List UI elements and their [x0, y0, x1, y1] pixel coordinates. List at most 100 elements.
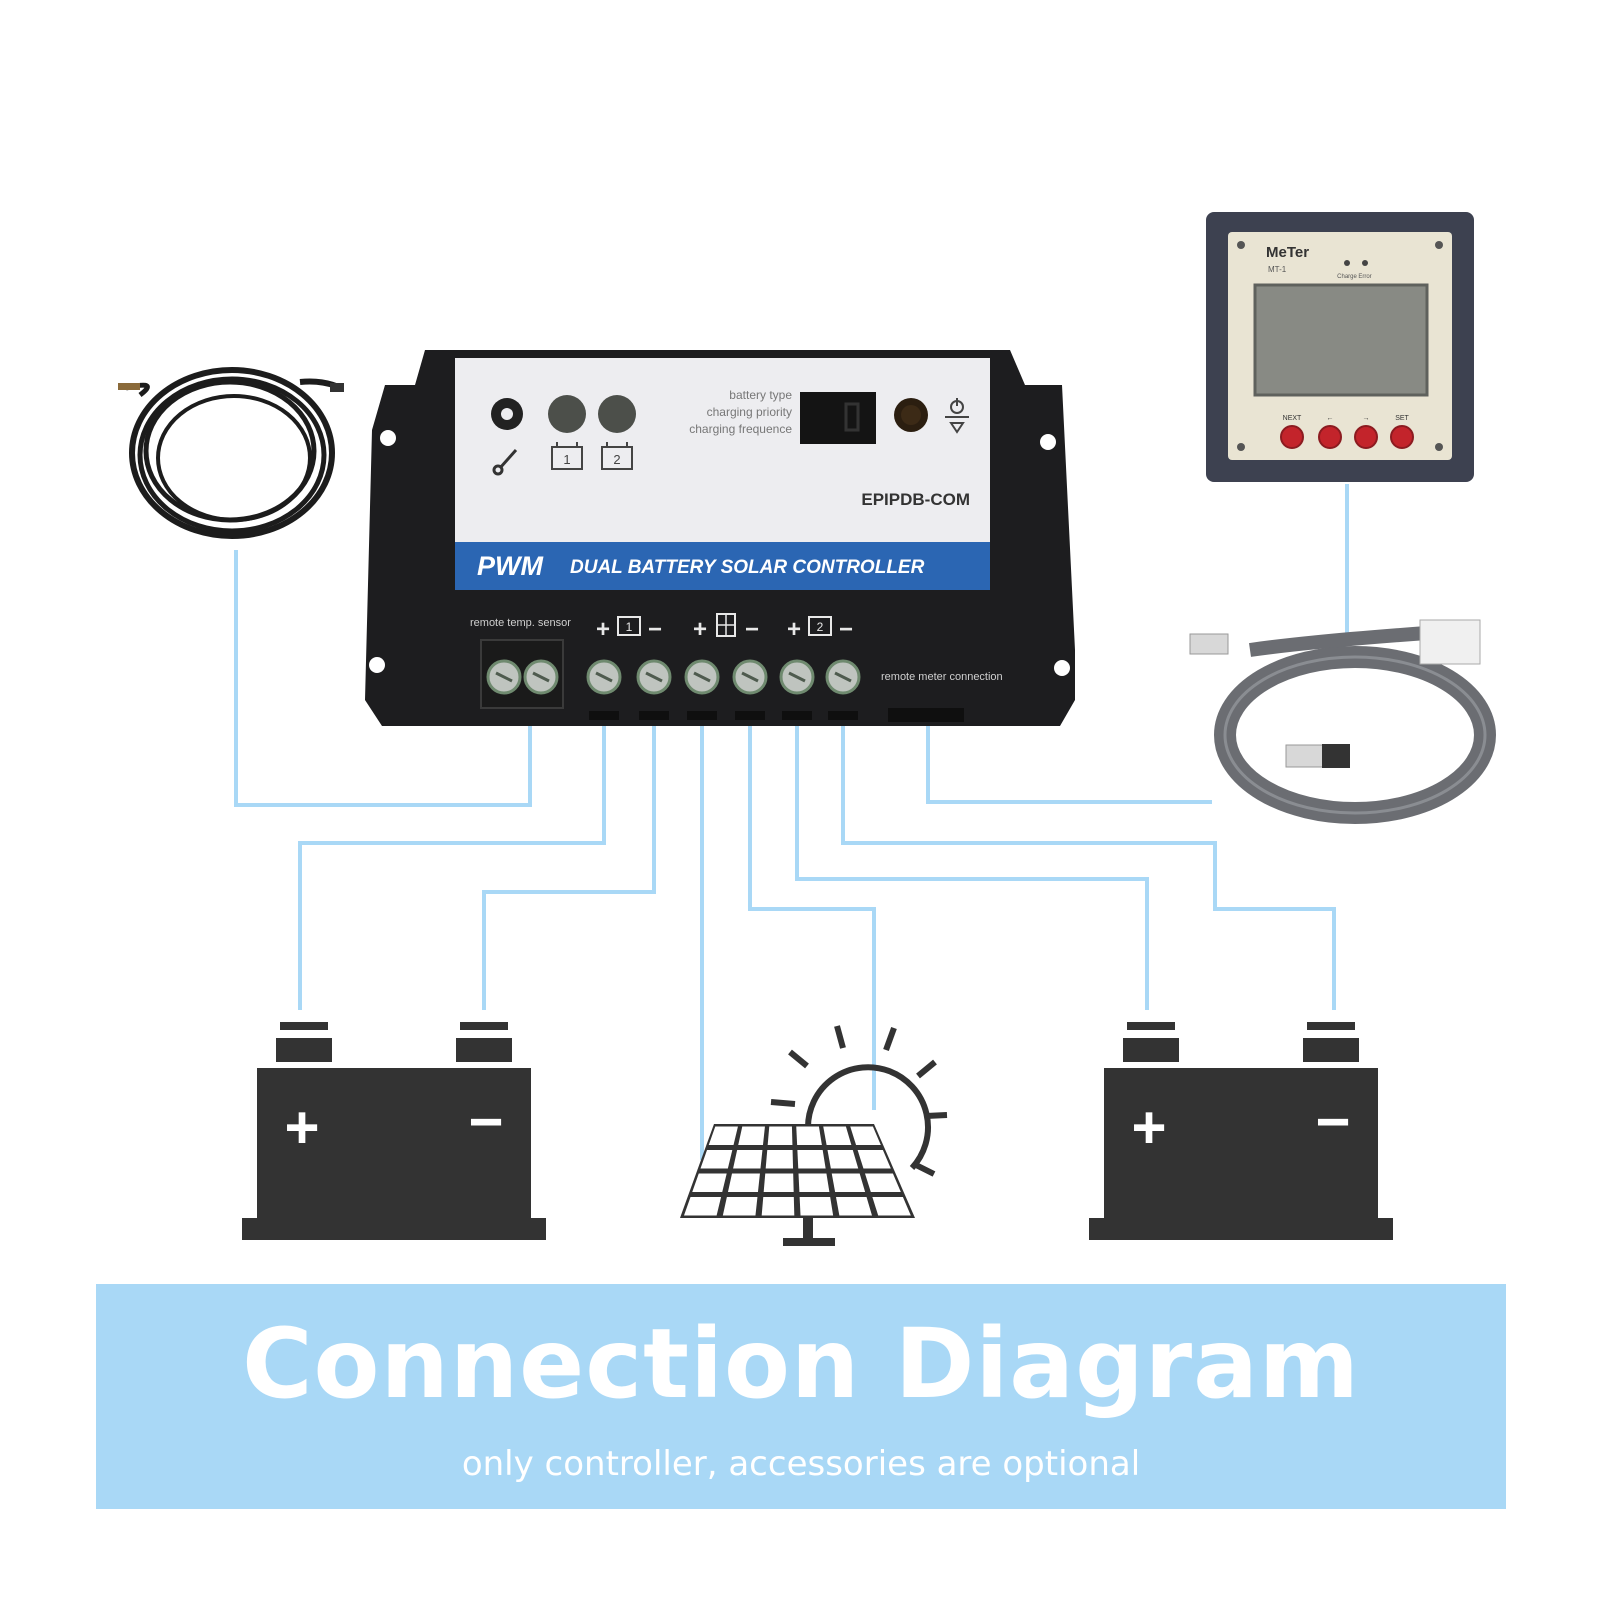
- error-led: [1362, 260, 1368, 266]
- battery-body: [1104, 1068, 1378, 1218]
- banner-title: Connection Diagram: [242, 1308, 1360, 1420]
- battery2-small-icon: [601, 442, 633, 470]
- solar-panel-icon: [680, 1025, 948, 1246]
- wire-solar-negative: [748, 726, 876, 1110]
- terminal-screw[interactable]: [732, 659, 768, 695]
- temp-sensor-cable: [118, 367, 344, 539]
- battery-1-icon: +−: [242, 1022, 546, 1240]
- battery-2-icon: +−: [1089, 1022, 1393, 1240]
- solar-cell: [763, 1173, 794, 1193]
- solar-cell: [708, 1126, 738, 1146]
- battery-plus-label: +: [284, 1094, 319, 1161]
- terminal-screw[interactable]: [586, 659, 622, 695]
- meter-port-label: remote meter connection: [881, 671, 1003, 683]
- solar-cell: [864, 1173, 901, 1193]
- battery1-small-icon: [551, 442, 583, 470]
- solar-cell: [823, 1126, 852, 1146]
- terminal-screw[interactable]: [825, 659, 861, 695]
- meter-led-label-charge: Charge: [1337, 274, 1357, 280]
- indicator-label-charging-frequence: charging frequence: [689, 422, 792, 436]
- wire-entry-slot: [589, 711, 619, 720]
- wires: [234, 484, 1349, 1160]
- terminal-battery-number: 1: [626, 620, 633, 634]
- solar-cell: [827, 1149, 859, 1169]
- battery2-small-label: 2: [613, 452, 620, 467]
- meter-button[interactable]: [1318, 425, 1342, 449]
- terminal-plus-label: +: [787, 616, 801, 643]
- solar-cell: [850, 1126, 881, 1146]
- charge-controller: 1 2 battery type charging priority charg…: [365, 350, 1075, 726]
- solar-cell: [692, 1173, 727, 1193]
- brand-title: DUAL BATTERY SOLAR CONTROLLER: [570, 557, 925, 578]
- meter-port: [888, 708, 964, 722]
- terminal-screw[interactable]: [684, 659, 720, 695]
- solar-cell: [738, 1126, 765, 1146]
- terminal-battery-icon: [808, 616, 832, 636]
- solar-cell: [700, 1149, 733, 1169]
- meter-button[interactable]: [1354, 425, 1378, 449]
- meter-model: MT-1: [1268, 265, 1287, 274]
- terminal-battery-icon: [617, 616, 641, 636]
- mount-hole: [369, 657, 385, 673]
- mount-hole: [1040, 434, 1056, 450]
- sun-icon: [770, 1025, 948, 1177]
- battery-minus-label: −: [1315, 1088, 1350, 1155]
- meter-button-label: →: [1363, 415, 1370, 422]
- solar-cell: [727, 1173, 760, 1193]
- solar-cell-grid: [680, 1124, 915, 1218]
- solar-cell: [722, 1196, 758, 1216]
- meter-led-label-error: Error: [1358, 274, 1371, 280]
- remote-meter: MeTer MT-1 Charge Error NEXT←→SET: [1206, 212, 1474, 482]
- indicator-label-charging-priority: charging priority: [707, 405, 792, 419]
- wire-entry-slot: [639, 711, 669, 720]
- terminal-plus-label: +: [596, 616, 610, 643]
- banner: Connection Diagram only controller, acce…: [96, 1284, 1506, 1509]
- wire-meter-link: [926, 726, 1212, 804]
- battery1-led-icon: [548, 395, 586, 433]
- solar-cell: [765, 1149, 794, 1169]
- terminal-battery-number: 2: [817, 620, 824, 634]
- meter-button-label: ←: [1327, 415, 1334, 422]
- power-symbol-icon: [945, 398, 969, 434]
- charge-led: [1344, 260, 1350, 266]
- terminal-screw[interactable]: [779, 659, 815, 695]
- terminal-screw[interactable]: [636, 659, 672, 695]
- solar-cell: [767, 1126, 793, 1146]
- meter-button[interactable]: [1280, 425, 1304, 449]
- battery-body: [257, 1068, 531, 1218]
- temp-sensor-screw[interactable]: [486, 659, 522, 695]
- terminal-plus-label: +: [693, 616, 707, 643]
- indicator-label-battery-type: battery type: [729, 388, 792, 402]
- solar-cell: [761, 1196, 795, 1216]
- wire-battery1-positive: [298, 726, 606, 1010]
- solar-cell: [798, 1173, 830, 1193]
- meter-button-label: NEXT: [1283, 415, 1302, 422]
- meter-button[interactable]: [1390, 425, 1414, 449]
- mount-hole: [1054, 660, 1070, 676]
- thermometer-icon: [492, 449, 518, 476]
- solar-cell: [835, 1196, 872, 1216]
- battery2-led-icon: [598, 395, 636, 433]
- model-label: EPIPDB-COM: [861, 490, 970, 509]
- wire-entry-slot: [782, 711, 812, 720]
- meter-brand: MeTer: [1266, 244, 1309, 261]
- terminal-group-battery-1: +−1: [596, 616, 662, 643]
- solar-cell: [857, 1149, 891, 1169]
- battery1-small-label: 1: [563, 452, 570, 467]
- solar-stand-icon: [783, 1218, 835, 1246]
- solar-cell: [872, 1196, 911, 1216]
- meter-lcd: [1253, 283, 1429, 397]
- terminal-minus-label: −: [839, 616, 853, 643]
- terminal-minus-label: −: [745, 616, 759, 643]
- temp-sensor-screw[interactable]: [523, 659, 559, 695]
- wire-entry-slot: [828, 711, 858, 720]
- wire-battery1-negative: [482, 726, 656, 1010]
- solar-cell: [799, 1196, 834, 1216]
- wire-battery2-positive: [795, 726, 1149, 1010]
- solar-cell: [683, 1196, 722, 1216]
- solar-cell: [733, 1149, 763, 1169]
- terminal-solar-icon: [716, 613, 736, 637]
- terminal-group-solar-panel: +−: [693, 613, 759, 643]
- brand-strip: [455, 542, 990, 590]
